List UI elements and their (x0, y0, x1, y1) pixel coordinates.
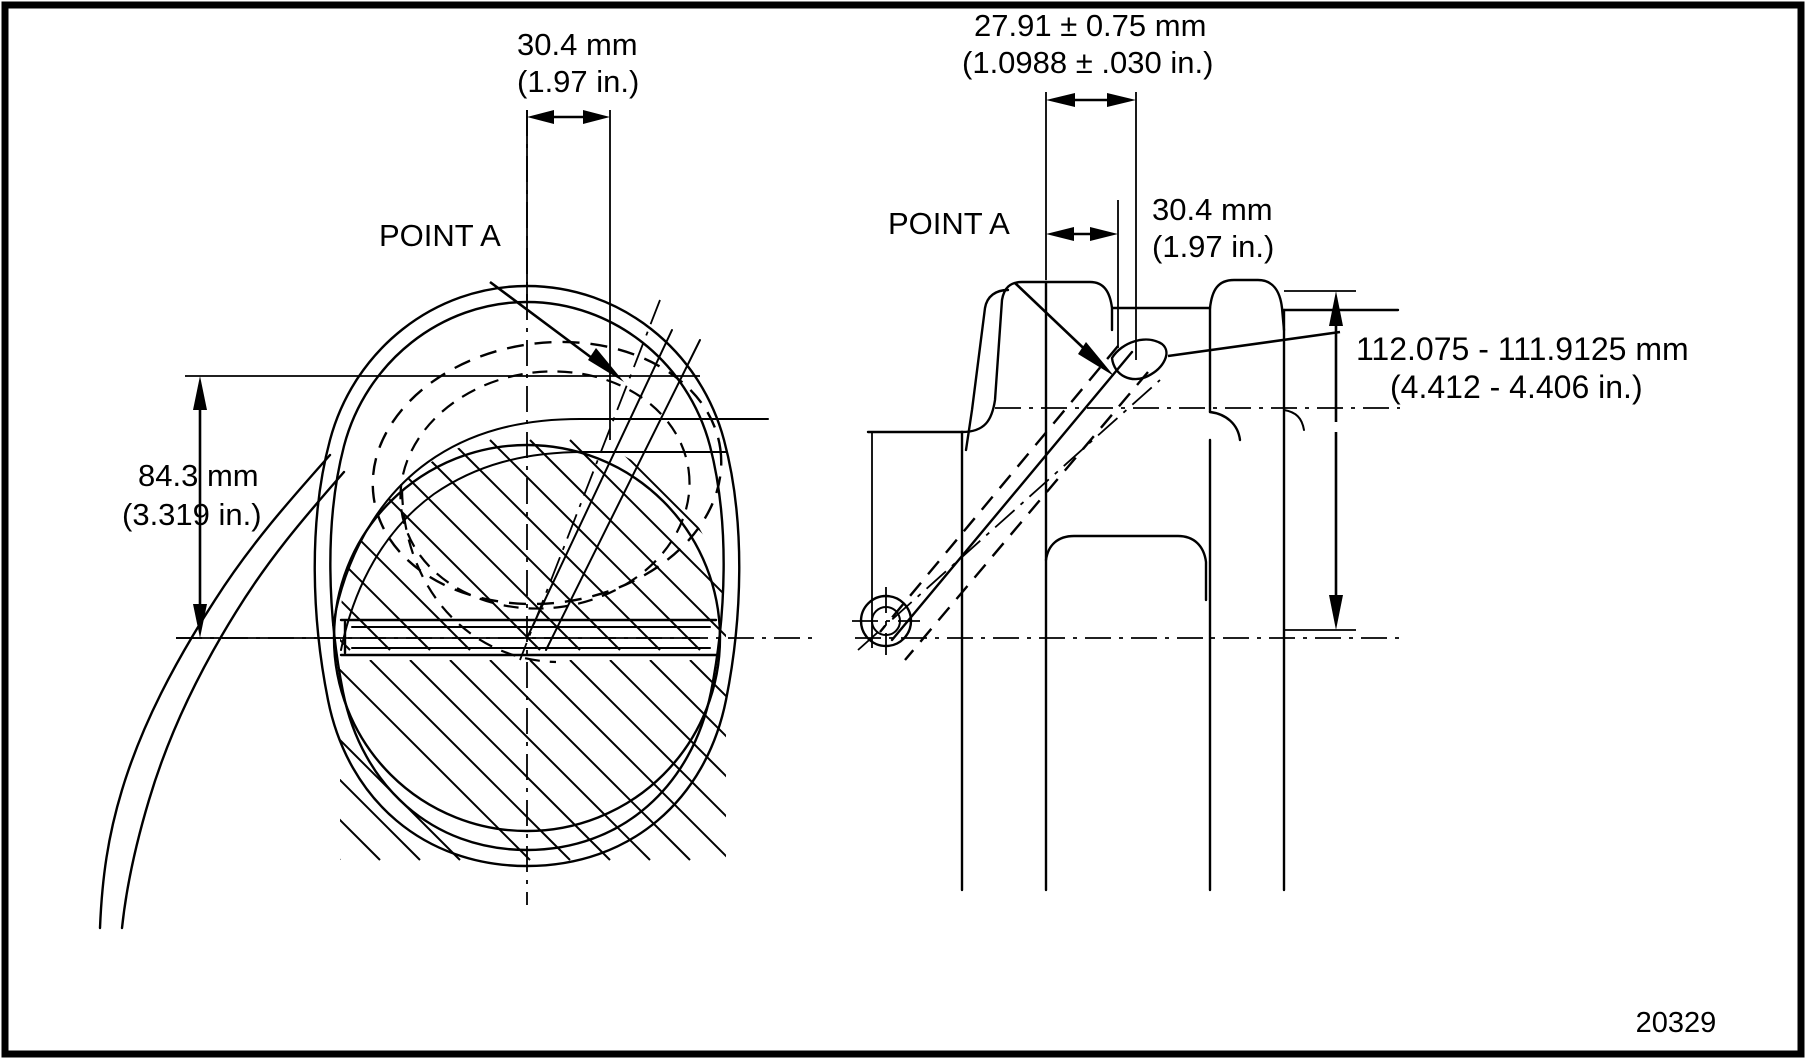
top-dim-metric: 27.91 ± 0.75 mm (974, 8, 1206, 43)
figure-number: 20329 (1636, 1007, 1717, 1039)
left-point-a-leader-line (489, 280, 609, 372)
port-wall-outer-profile (960, 280, 1048, 434)
duct-outer-wall (98, 453, 332, 930)
height-dim-metric: 112.075 - 111.9125 mm (1356, 331, 1689, 367)
height-dim-arrow-top (1329, 291, 1343, 326)
hidden-seat-ellipse-inner (399, 370, 691, 610)
outer-bore-contour (313, 284, 741, 868)
left-view-group: POINT A 30.4 mm (1.97 in.) 84.3 mm (3.31… (98, 27, 812, 930)
right-point-a-arrowhead (1078, 342, 1114, 376)
valve-stem-hidden-upper (879, 345, 1119, 633)
left-top-dim-metric: 30.4 mm (517, 27, 638, 62)
left-vert-dim-imperial: (3.319 in.) (122, 497, 262, 532)
left-point-a-arrowhead (588, 348, 624, 382)
right-body-wall-fillet (1208, 410, 1242, 442)
valve-stem-solid-upper (890, 350, 1134, 642)
valve-stem-hidden-lower (904, 371, 1149, 661)
hidden-seat-ellipse-upper (371, 340, 723, 606)
duct-inner-wall (120, 470, 346, 930)
inner-bore-contour (329, 300, 725, 852)
height-dim-arrow-bottom (1329, 595, 1343, 630)
left-top-dim-arrow-right (583, 110, 610, 124)
left-vert-dim-arrow-top (193, 376, 207, 410)
right-point-a-leader-line (1014, 282, 1097, 361)
height-dim-break-curve (1283, 409, 1305, 431)
left-top-dim-arrow-left (527, 110, 554, 124)
hidden-seat-arc-lower (400, 489, 557, 664)
right-view-group: POINT A 27.91 ± 0.75 mm (1.0988 ± .030 i… (852, 8, 1689, 892)
offset-dim-imperial: (1.97 in.) (1152, 229, 1274, 264)
valve-stem-centerline (519, 299, 661, 661)
section-hatching-lower (340, 660, 726, 861)
top-dim-arrow-left (1046, 93, 1075, 107)
height-dim-imperial: (4.412 - 4.406 in.) (1390, 369, 1643, 405)
top-surface-right-boss (1208, 278, 1286, 332)
shoulder-sweep-left (332, 418, 769, 626)
right-point-a-label: POINT A (888, 206, 1010, 241)
valve-stem-axis-right (545, 339, 701, 651)
left-vert-dim-metric: 84.3 mm (138, 458, 259, 493)
offset-dim-arrow-right (1090, 227, 1118, 241)
section-hatching-upper (340, 439, 726, 651)
height-dim-leader-to-head (1167, 330, 1341, 358)
left-point-a-label: POINT A (379, 218, 501, 253)
left-vert-dim-arrow-bottom (193, 604, 207, 638)
top-dim-arrow-right (1107, 93, 1136, 107)
offset-dim-arrow-left (1046, 227, 1074, 241)
shoulder-sweep-left-inner (340, 451, 727, 651)
top-dim-imperial: (1.0988 ± .030 in.) (962, 45, 1213, 80)
left-top-dim-imperial: (1.97 in.) (517, 64, 639, 99)
offset-dim-metric: 30.4 mm (1152, 192, 1273, 227)
stem-axis-centerline-right (857, 379, 1161, 651)
valve-stem-axis-left (526, 329, 673, 639)
lower-pocket-profile (1044, 534, 1208, 602)
valve-head-tilted-ellipse (1110, 338, 1168, 381)
port-wall-inner-profile (964, 288, 1010, 452)
